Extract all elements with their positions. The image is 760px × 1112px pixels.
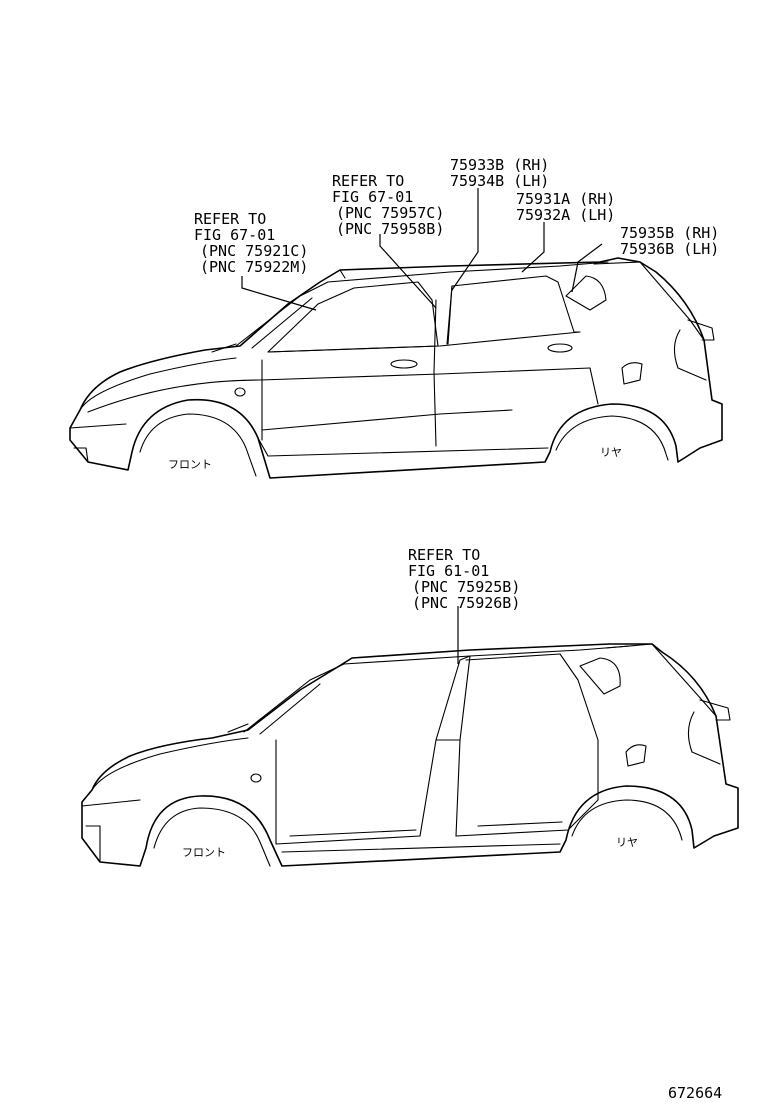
callout-refer-fig67-door-frame: REFER TO FIG 67-01 (PNC 75957C) (PNC 759… xyxy=(332,172,453,238)
drawing-number: 672664 xyxy=(668,1084,722,1102)
callout-75931a-75932a: 75931A (RH) 75932A (LH) xyxy=(516,190,624,224)
callout-75935b-75936b: 75935B (RH) 75936B (LH) xyxy=(620,224,728,258)
figure1-leader-lines xyxy=(241,188,603,311)
car-lower-body-opening xyxy=(81,643,739,867)
callout-refer-fig67-window-frame: REFER TO FIG 67-01 (PNC 75921C) (PNC 759… xyxy=(194,210,317,276)
callout-refer-fig61-body-opening: REFER TO FIG 61-01 (PNC 75925B) (PNC 759… xyxy=(408,546,529,612)
callout-75933b-75934b: 75933B (RH) 75934B (LH) xyxy=(450,156,558,190)
rear-label-2: リヤ xyxy=(616,836,638,849)
front-label-1: フロント xyxy=(168,458,212,471)
front-label-2: フロント xyxy=(182,846,226,859)
rear-label-1: リヤ xyxy=(600,446,622,459)
car-upper-with-moldings xyxy=(69,257,723,479)
